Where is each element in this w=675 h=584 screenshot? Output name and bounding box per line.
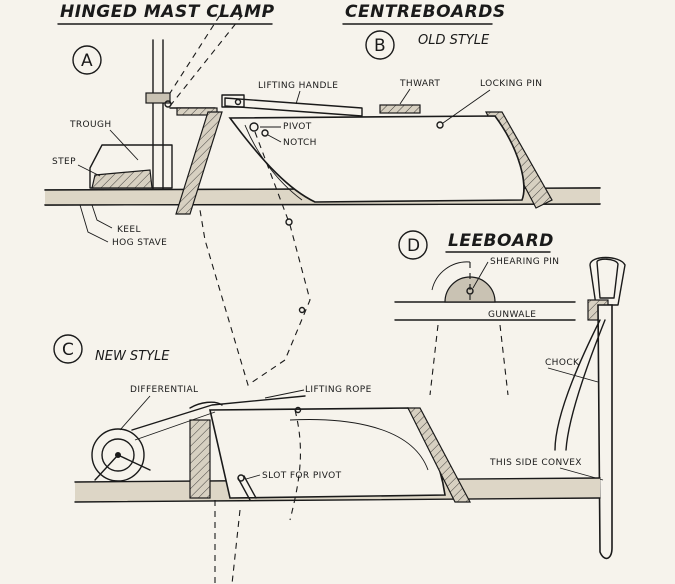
- differential-pulley: [91, 428, 145, 482]
- lifting-handle-label: LIFTING HANDLE: [258, 81, 338, 91]
- centreboards-title: CENTREBOARDS: [345, 2, 506, 22]
- lifting-handle: [224, 97, 363, 117]
- notch-point: [261, 129, 269, 137]
- hog-stave-label: HOG STAVE: [112, 238, 167, 248]
- lifting-rope: [131, 395, 306, 431]
- leeboard-head-inner: [596, 258, 619, 299]
- figure-d-letter: D: [407, 236, 420, 256]
- pivot-slot-end: [237, 474, 245, 482]
- clamp-hinge: [164, 100, 172, 108]
- hinged-mast-clamp-title: HINGED MAST CLAMP: [60, 2, 275, 22]
- figure-a-letter: A: [81, 51, 93, 71]
- locking-pin: [436, 121, 444, 129]
- case-post-fore-c: [189, 419, 211, 499]
- thwart: [379, 104, 421, 114]
- chock-leader: [547, 367, 599, 383]
- figure-b-old-style: B OLD STYLE THWART LIFTING HANDLE LOCKIN…: [175, 30, 553, 386]
- differential-inner: [101, 438, 135, 472]
- centreboard-new: [209, 407, 446, 499]
- figure-d-circle: [398, 230, 428, 260]
- mast-lowered-dashed: [169, 11, 246, 107]
- swing-arc: [431, 261, 471, 291]
- rope-fairlead: [189, 401, 223, 409]
- case-post-aft-c: [407, 407, 471, 503]
- board-inner-line: [289, 419, 429, 471]
- handle-pin: [234, 98, 242, 106]
- keel-c-line: [74, 497, 601, 503]
- board-lowered-dashed: [289, 409, 301, 521]
- trough-leader: [109, 129, 139, 161]
- differential-arm: [94, 454, 119, 481]
- shearing-pin-label: SHEARING PIN: [490, 257, 559, 267]
- leeboard-title: LEEBOARD: [448, 231, 554, 251]
- this-side-convex-label: THIS SIDE CONVEX: [489, 458, 582, 468]
- leeboard-blade: [597, 304, 613, 560]
- board-lowered-dashed: [231, 509, 241, 584]
- keel-bottom-line: [44, 203, 601, 206]
- trough-label: TROUGH: [69, 120, 112, 130]
- differential-label: DIFFERENTIAL: [130, 385, 198, 395]
- old-style-subtitle: OLD STYLE: [418, 33, 490, 48]
- pivot-slot: [243, 475, 257, 499]
- trough: [89, 144, 173, 189]
- leeboard-head: [589, 256, 626, 306]
- leeboard-lowered-dashed: [499, 324, 509, 396]
- keel-leader: [91, 204, 113, 229]
- thwart-leader: [399, 88, 411, 105]
- lifting-handle-leader: [295, 90, 301, 105]
- figure-c-letter: C: [62, 340, 74, 360]
- lifting-rope-return: [134, 411, 216, 441]
- thwart-label: THWART: [399, 79, 440, 89]
- pivot-slot: [237, 477, 251, 501]
- locking-pin-label: LOCKING PIN: [480, 79, 542, 89]
- lifting-rope-label: LIFTING ROPE: [305, 385, 372, 395]
- step-leader: [77, 164, 101, 177]
- figure-b-letter: B: [374, 36, 386, 56]
- chock-label: CHOCK: [545, 358, 580, 368]
- figure-b-circle: [365, 30, 395, 60]
- handle-grip: [221, 94, 245, 108]
- keel-label: KEEL: [117, 225, 141, 235]
- hog-stave-leader: [79, 204, 109, 243]
- mast-step: [91, 169, 153, 189]
- rope-attachment: [294, 406, 302, 414]
- figure-a-circle: [72, 45, 102, 75]
- mast-lowered-dashed: [162, 11, 223, 105]
- figure-c-circle: [53, 334, 83, 364]
- pivot-point: [249, 122, 259, 132]
- case-post-fore: [175, 111, 223, 215]
- leeboard-lowered-dashed: [429, 324, 439, 396]
- differential-leader: [119, 395, 151, 431]
- gunwale-label: GUNWALE: [488, 310, 536, 320]
- leeboard-shadow-line: [565, 319, 606, 451]
- step-label: STEP: [52, 157, 76, 167]
- notch-leader: [267, 134, 282, 143]
- notch-label: NOTCH: [283, 138, 317, 148]
- board-pin-lowered: [298, 306, 306, 314]
- differential-arm: [117, 454, 151, 471]
- pivot-label: PIVOT: [283, 122, 312, 132]
- board-pin-lowered: [285, 218, 293, 226]
- figure-d-leeboard: D LEEBOARD GUNWALE SHEARING PIN CHOCK TH…: [394, 230, 626, 560]
- leeboard-shadow-line: [554, 319, 601, 451]
- new-style-subtitle: NEW STYLE: [95, 349, 170, 364]
- mast-clamp: [145, 92, 171, 104]
- slot-for-pivot-label: SLOT FOR PIVOT: [262, 471, 342, 481]
- figure-c-new-style: C NEW STYLE DIFFERENTIAL LIFTING ROPE SL…: [53, 334, 601, 584]
- slot-leader: [245, 474, 261, 480]
- locking-pin-leader: [442, 89, 491, 124]
- lifting-rope-leader: [264, 389, 305, 399]
- centreboard-old: [228, 115, 525, 203]
- shearing-pin-leader: [472, 261, 489, 289]
